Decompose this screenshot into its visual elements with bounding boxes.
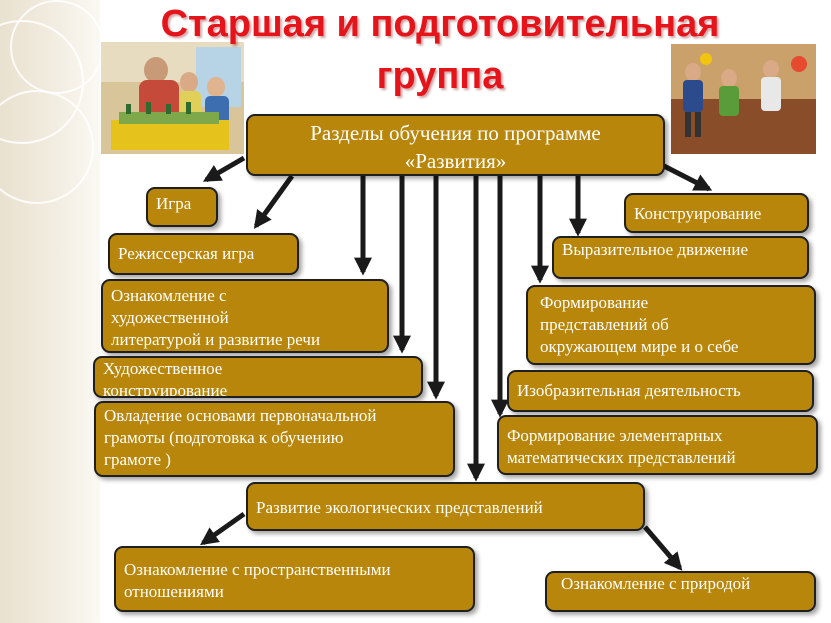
box-literatura-line-1: Ознакомление с: [111, 286, 227, 305]
box-matematika-line-1: Формирование элементарных: [507, 426, 723, 445]
photo-children-playing: [671, 44, 816, 154]
box-vyrazitelnoe-dvizhenie-label: Выразительное движение: [562, 240, 749, 259]
box-literatura: Ознакомление с художественной литературо…: [101, 279, 389, 353]
box-rezhisserskaya-igra-label: Режиссерская игра: [118, 244, 255, 263]
box-okruzhayushchiy-mir-line-3: окружающем мире и о себе: [540, 337, 739, 356]
box-gramota: Овладение основами первоначальной грамот…: [94, 401, 455, 477]
box-hudozhestvennoe-konstruirovanie-line-2: конструирование: [103, 381, 228, 398]
arrow-to-prostranstvo: [200, 511, 246, 546]
box-gramota-line-1: Овладение основами первоначальной: [104, 406, 377, 425]
box-konstruirovanie: Конструирование: [624, 193, 809, 233]
arrow-to-konstruirovanie: [662, 163, 713, 192]
main-box-line-2: «Развития»: [404, 149, 507, 173]
box-vyrazitelnoe-dvizhenie: Выразительное движение: [552, 236, 809, 279]
box-gramota-line-3: грамоте ): [104, 450, 171, 469]
box-okruzhayushchiy-mir-line-1: Формирование: [540, 293, 649, 312]
slide-title-line-1: Старшая и подготовительная: [160, 3, 720, 45]
box-ekologicheskie-predstavleniya-label: Развитие экологических представлений: [256, 498, 543, 517]
box-priroda: Ознакомление с природой: [545, 571, 816, 612]
box-matematika-line-2: математических представлений: [507, 448, 736, 467]
box-matematika: Формирование элементарных математических…: [497, 415, 818, 475]
box-igra-label: Игра: [156, 194, 192, 213]
arrow-to-igra: [202, 155, 246, 183]
arrow-to-rezhisserskaya: [253, 174, 295, 229]
box-izobrazitelnaya-deyatelnost: Изобразительная деятельность: [507, 370, 814, 412]
box-ekologicheskie-predstavleniya: Развитие экологических представлений: [246, 482, 645, 531]
box-literatura-line-2: художественной: [111, 308, 229, 327]
box-izobrazitelnaya-deyatelnost-label: Изобразительная деятельность: [517, 381, 741, 400]
slide-title-line-2: группа: [376, 55, 504, 97]
box-prostranstvennye-otnosheniya-line-1: Ознакомление с пространственными: [124, 560, 391, 579]
box-priroda-label: Ознакомление с природой: [561, 574, 751, 593]
box-prostranstvennye-otnosheniya: Ознакомление с пространственными отношен…: [114, 546, 475, 612]
box-rezhisserskaya-igra: Режиссерская игра: [108, 233, 299, 275]
main-box-program-sections: Разделы обучения по программе «Развития»: [246, 114, 665, 176]
box-literatura-line-3: литературой и развитие речи: [111, 330, 321, 349]
box-hudozhestvennoe-konstruirovanie-line-1: Художественное: [103, 359, 223, 378]
box-prostranstvennye-otnosheniya-line-2: отношениями: [124, 582, 224, 601]
box-okruzhayushchiy-mir-line-2: представлений об: [540, 315, 669, 334]
box-konstruirovanie-label: Конструирование: [634, 204, 762, 223]
arrow-to-priroda: [643, 525, 683, 571]
box-gramota-line-2: грамоты (подготовка к обучению: [104, 428, 344, 447]
photo-children-at-table: [101, 42, 244, 154]
box-hudozhestvennoe-konstruirovanie: Художественное конструирование: [93, 356, 423, 398]
box-igra: Игра: [146, 187, 218, 227]
main-box-line-1: Разделы обучения по программе: [310, 121, 601, 145]
box-okruzhayushchiy-mir: Формирование представлений об окружающем…: [526, 285, 816, 365]
